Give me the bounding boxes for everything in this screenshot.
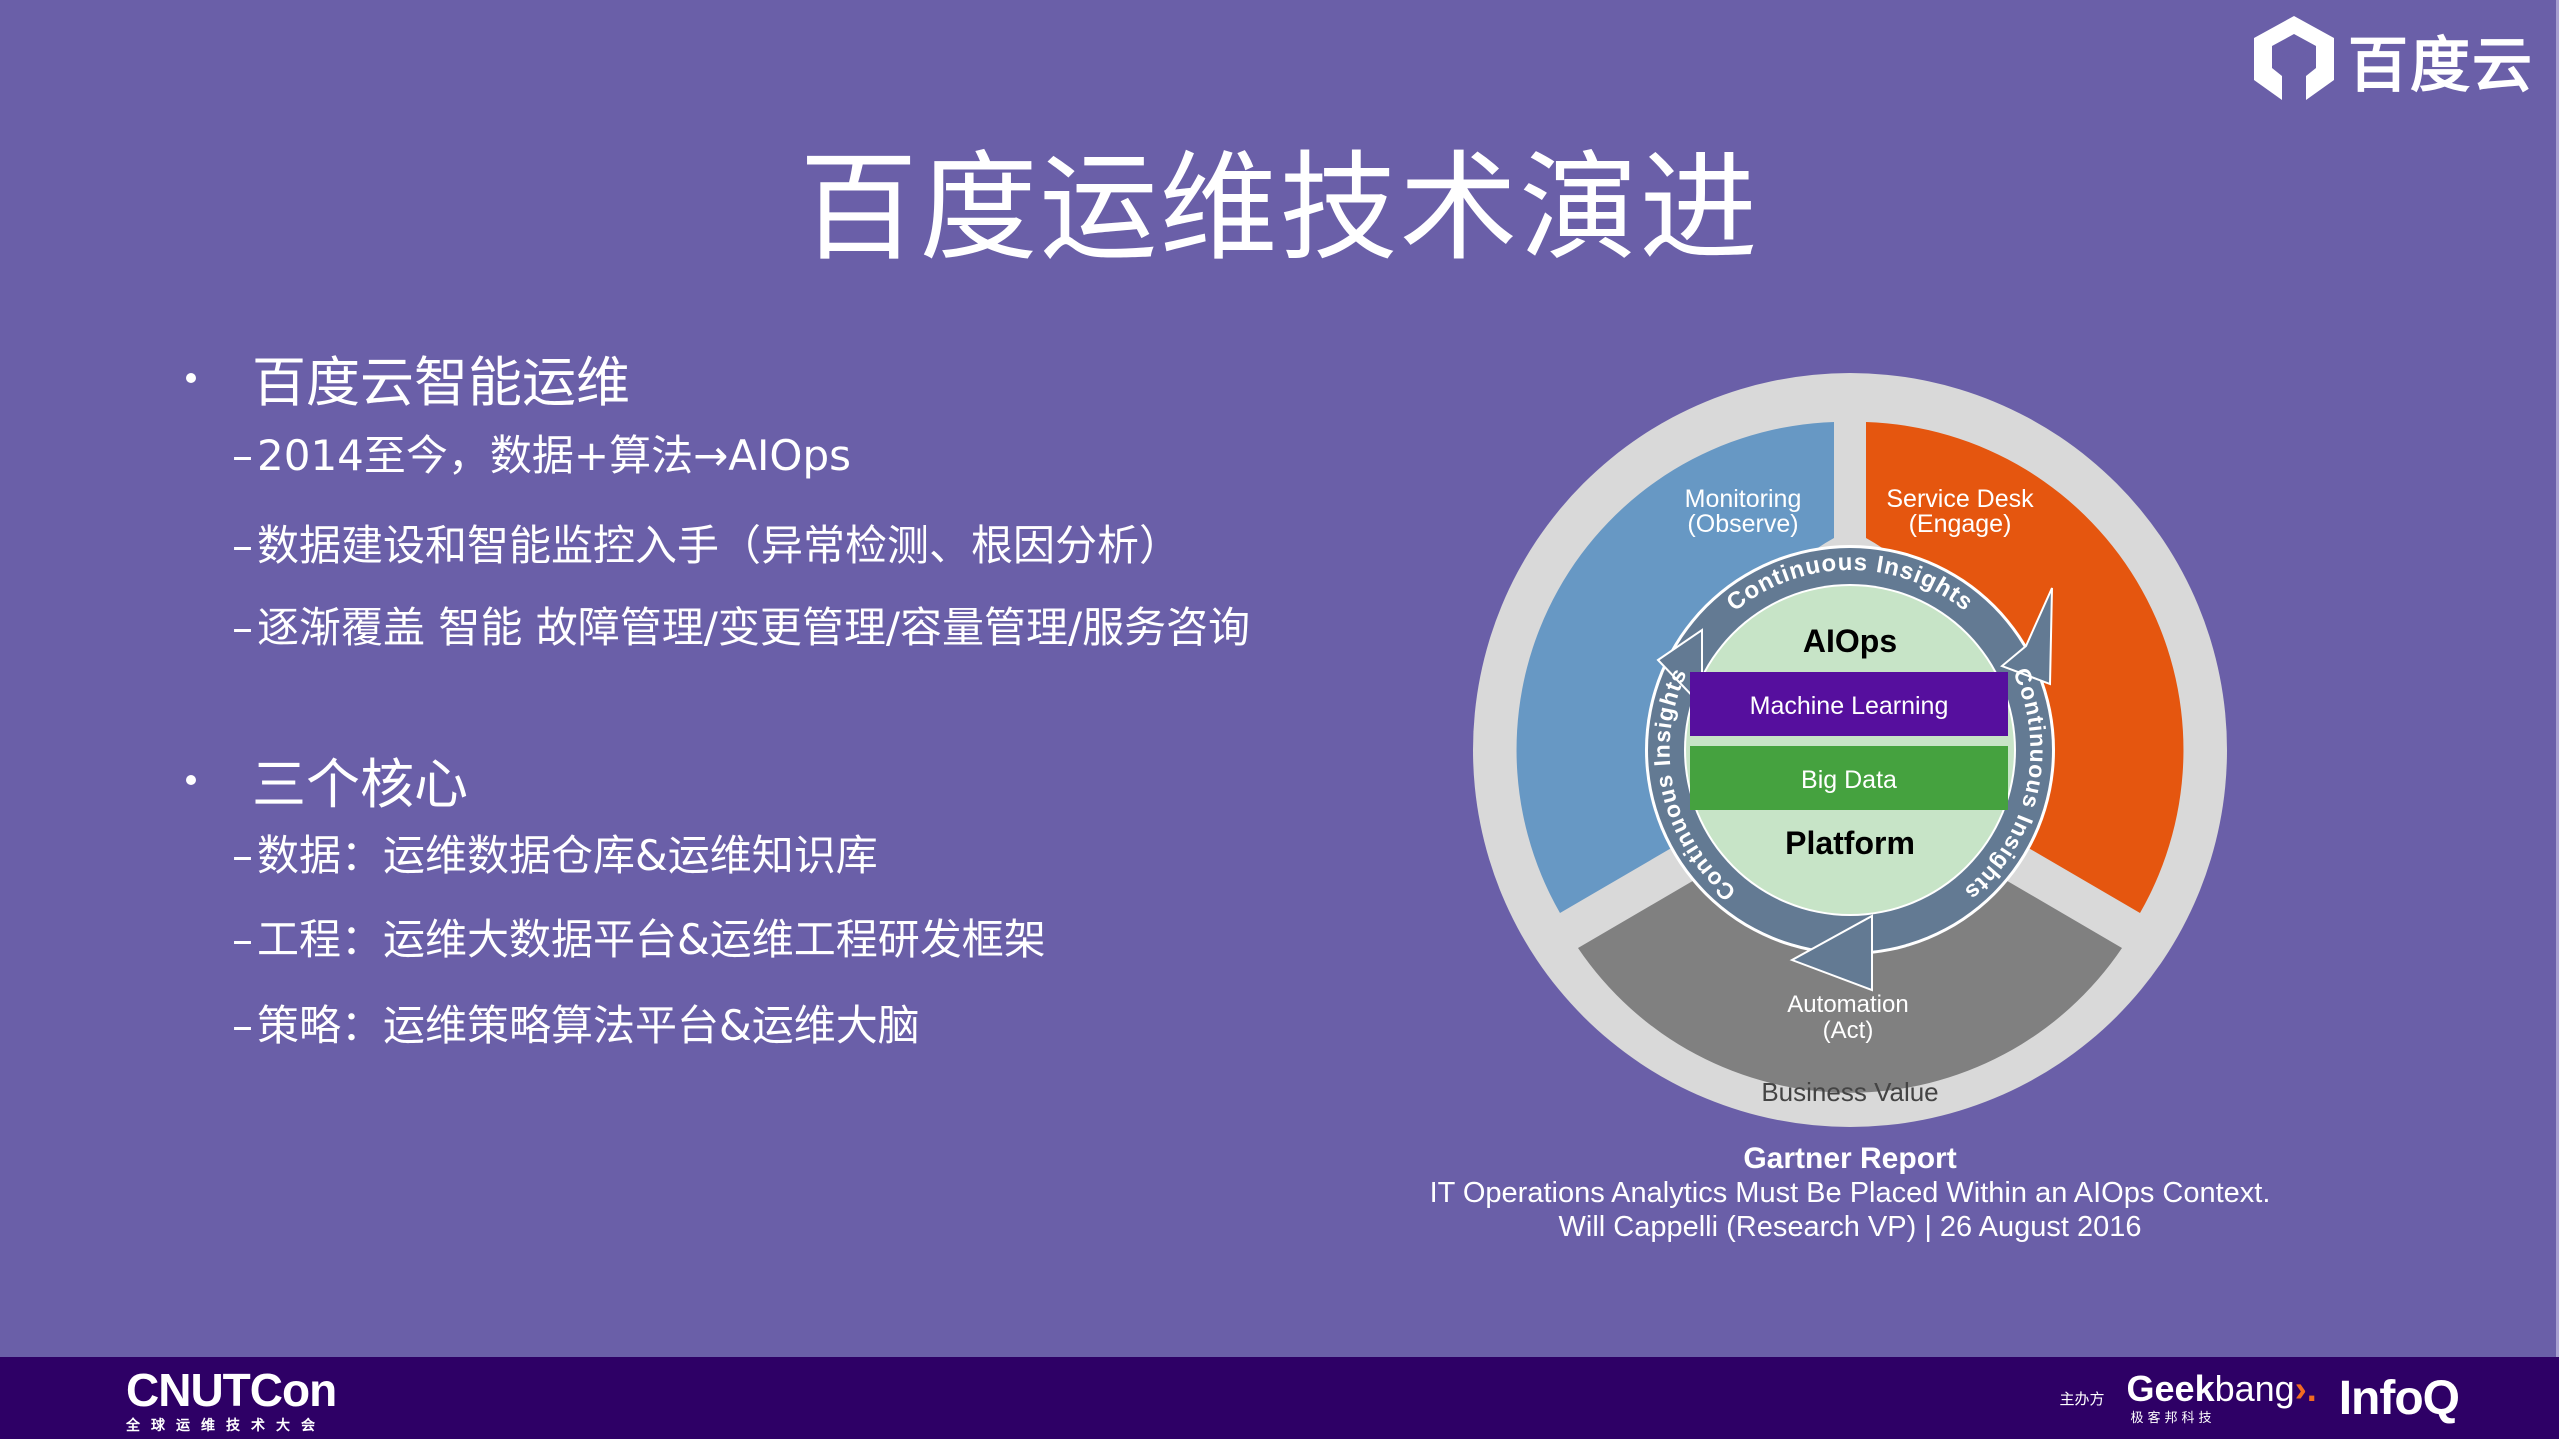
bullet-dot-icon bbox=[186, 372, 196, 383]
aiops-diagram: Continuous Insights Continuous Insights … bbox=[1440, 360, 2260, 1140]
citation-title: Gartner Report bbox=[1743, 1142, 1957, 1175]
sub-item: –策略：运维策略算法平台&运维大脑 bbox=[232, 992, 920, 1053]
bullet-label: 百度云智能运维 bbox=[252, 351, 630, 414]
dash-icon: – bbox=[232, 431, 253, 480]
cnutcon-logo: CNUTCon 全球运维技术大会 bbox=[126, 1364, 337, 1435]
cnutcon-subtitle: 全球运维技术大会 bbox=[126, 1418, 326, 1434]
sub-item: –工程：运维大数据平台&运维工程研发框架 bbox=[232, 906, 1046, 967]
sub-item: –2014至今，数据+算法→AIOps bbox=[232, 422, 851, 483]
sub-item-text: 工程：运维大数据平台&运维工程研发框架 bbox=[257, 915, 1046, 964]
sponsors: 主办方 Geekbang›. 极客邦科技 InfoQ bbox=[2059, 1368, 2460, 1427]
sub-item: –数据建设和智能监控入手（异常检测、根因分析） bbox=[232, 512, 1181, 573]
ring-arrow-bottom-icon bbox=[1789, 914, 1873, 992]
page-title: 百度运维技术演进 bbox=[799, 139, 1760, 277]
automation-label: Automation bbox=[1787, 991, 1908, 1018]
geekbang-arrow-icon: ›. bbox=[2294, 1368, 2317, 1409]
ring-arrow-right-icon bbox=[2000, 587, 2053, 686]
sub-item-text: 数据：运维数据仓库&运维知识库 bbox=[257, 831, 878, 880]
sub-item-text: 2014至今，数据+算法→AIOps bbox=[257, 431, 851, 480]
baidu-cloud-hexagon-icon bbox=[2254, 16, 2334, 100]
business-value-label: Business Value bbox=[1761, 1077, 1938, 1107]
cnutcon-brand: CNUTCon bbox=[126, 1364, 337, 1416]
sub-item-text: 逐渐覆盖 智能 故障管理/变更管理/容量管理/服务咨询 bbox=[257, 603, 1251, 652]
platform-label: Platform bbox=[1785, 825, 1915, 861]
baidu-cloud-logo: 百度云 bbox=[2250, 14, 2534, 106]
bullet-baidu-cloud-aiops: 百度云智能运维 bbox=[186, 338, 630, 417]
sub-item-text: 数据建设和智能监控入手（异常检测、根因分析） bbox=[257, 521, 1182, 570]
geekbang-bang: bang bbox=[2214, 1368, 2295, 1409]
footer-bar: CNUTCon 全球运维技术大会 主办方 Geekbang›. 极客邦科技 In… bbox=[0, 1357, 2559, 1439]
machine-learning-layer bbox=[1690, 672, 2008, 736]
bullet-label: 三个核心 bbox=[252, 753, 468, 816]
geekbang-subtitle: 极客邦科技 bbox=[2130, 1411, 2216, 1426]
slide-edge bbox=[2556, 0, 2559, 1357]
monitoring-label: Monitoring bbox=[1685, 485, 1802, 513]
dash-icon: – bbox=[232, 603, 253, 652]
bullet-three-cores: 三个核心 bbox=[186, 740, 468, 819]
sub-item-text: 策略：运维策略算法平台&运维大脑 bbox=[257, 1001, 920, 1050]
big-data-label: Big Data bbox=[1801, 766, 1897, 794]
bullet-dot-icon bbox=[186, 774, 196, 785]
machine-learning-label: Machine Learning bbox=[1750, 692, 1949, 720]
automation-sub-label: (Act) bbox=[1823, 1017, 1874, 1044]
sub-item: –数据：运维数据仓库&运维知识库 bbox=[232, 822, 878, 883]
big-data-layer bbox=[1690, 746, 2008, 810]
dash-icon: – bbox=[232, 1001, 253, 1050]
citation-author-date: Will Cappelli (Research VP) | 26 August … bbox=[1558, 1211, 2142, 1243]
sub-item: –逐渐覆盖 智能 故障管理/变更管理/容量管理/服务咨询 bbox=[232, 594, 1250, 655]
citation-report-name: IT Operations Analytics Must Be Placed W… bbox=[1429, 1177, 2271, 1209]
service-desk-sub-label: (Engage) bbox=[1909, 510, 2012, 538]
service-desk-label: Service Desk bbox=[1886, 485, 2034, 513]
geekbang-geek: Geek bbox=[2126, 1368, 2215, 1409]
citation: Gartner Report IT Operations Analytics M… bbox=[1400, 1142, 2300, 1244]
dash-icon: – bbox=[232, 831, 253, 880]
logo-text: 百度云 bbox=[2348, 30, 2534, 101]
dash-icon: – bbox=[232, 521, 253, 570]
host-label: 主办方 bbox=[2059, 1390, 2105, 1408]
geekbang-logo: Geekbang›. 极客邦科技 bbox=[2126, 1368, 2317, 1427]
monitoring-sub-label: (Observe) bbox=[1687, 510, 1798, 538]
aiops-label: AIOps bbox=[1803, 623, 1897, 659]
infoq-logo: InfoQ bbox=[2338, 1372, 2460, 1425]
dash-icon: – bbox=[232, 915, 253, 964]
